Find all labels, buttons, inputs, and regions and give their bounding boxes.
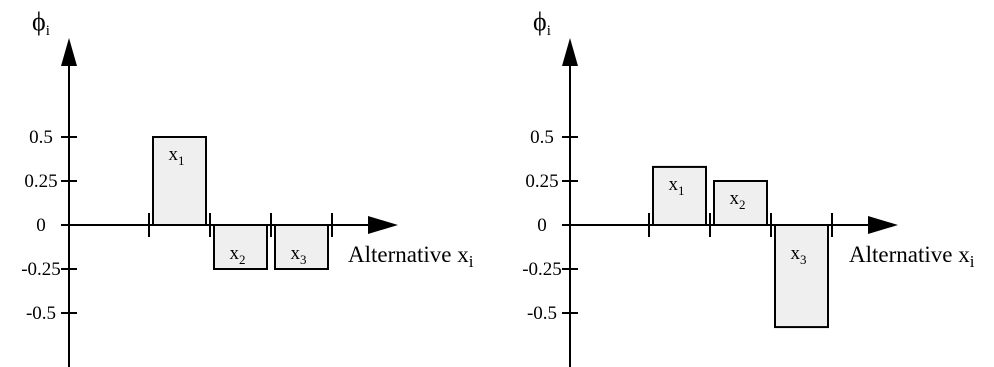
bar-label-subscript: 2 — [239, 252, 246, 267]
y-axis-label-base: ϕ — [533, 7, 547, 36]
y-axis-label: ϕi — [533, 7, 551, 39]
bar-x3 — [774, 224, 829, 329]
bar-x3 — [274, 224, 329, 270]
y-axis-label-subscript: i — [547, 23, 551, 39]
bar-label: x1 — [669, 174, 685, 198]
bar-label-subscript: 2 — [739, 197, 746, 212]
y-axis-label: ϕi — [32, 7, 50, 39]
bar-label-subscript: 1 — [178, 153, 185, 168]
x-axis-label: Alternative xi — [348, 242, 474, 271]
bar-label-base: x — [669, 174, 679, 195]
x-axis-label-subscript: i — [970, 252, 975, 271]
y-axis-arrow — [61, 38, 77, 66]
y-tick-label: 0 — [36, 215, 46, 236]
bar-label: x2 — [230, 243, 246, 267]
y-tick-label: 0.5 — [29, 127, 53, 148]
bar-x1 — [652, 165, 707, 226]
bar-label-subscript: 3 — [800, 252, 807, 267]
y-tick-label: -0.25 — [21, 259, 61, 280]
y-axis-label-subscript: i — [46, 23, 50, 39]
y-tick-label: 0.25 — [24, 171, 57, 192]
bar-label-base: x — [169, 144, 179, 165]
bar-label: x3 — [791, 243, 807, 267]
bar-x2 — [213, 224, 268, 270]
x-axis-label-subscript: i — [469, 252, 474, 271]
y-tick-label: 0.5 — [530, 127, 554, 148]
bar-x1 — [152, 136, 207, 226]
bar-label-base: x — [730, 188, 740, 209]
y-tick-label: 0 — [537, 215, 547, 236]
y-tick-label: -0.5 — [26, 303, 56, 324]
bar-label-base: x — [230, 243, 240, 264]
y-axis-label-base: ϕ — [32, 7, 46, 36]
y-tick-label: -0.5 — [527, 303, 557, 324]
x-axis-arrow — [368, 216, 398, 234]
y-tick-label: 0.25 — [525, 171, 558, 192]
bar-x2 — [713, 180, 768, 226]
x-axis-label: Alternative xi — [849, 242, 975, 271]
bar-label: x2 — [730, 188, 746, 212]
y-tick-label: -0.25 — [522, 259, 562, 280]
bar-label-base: x — [291, 243, 301, 264]
x-axis-label-base: Alternative x — [849, 242, 970, 267]
bar-label-base: x — [791, 243, 801, 264]
bar-label-subscript: 3 — [300, 252, 307, 267]
bar-label-subscript: 1 — [678, 183, 685, 198]
bar-label: x3 — [291, 243, 307, 267]
x-axis-label-base: Alternative x — [348, 242, 469, 267]
bar-label: x1 — [169, 144, 185, 168]
y-axis-arrow — [562, 38, 578, 66]
x-axis-arrow — [868, 216, 898, 234]
